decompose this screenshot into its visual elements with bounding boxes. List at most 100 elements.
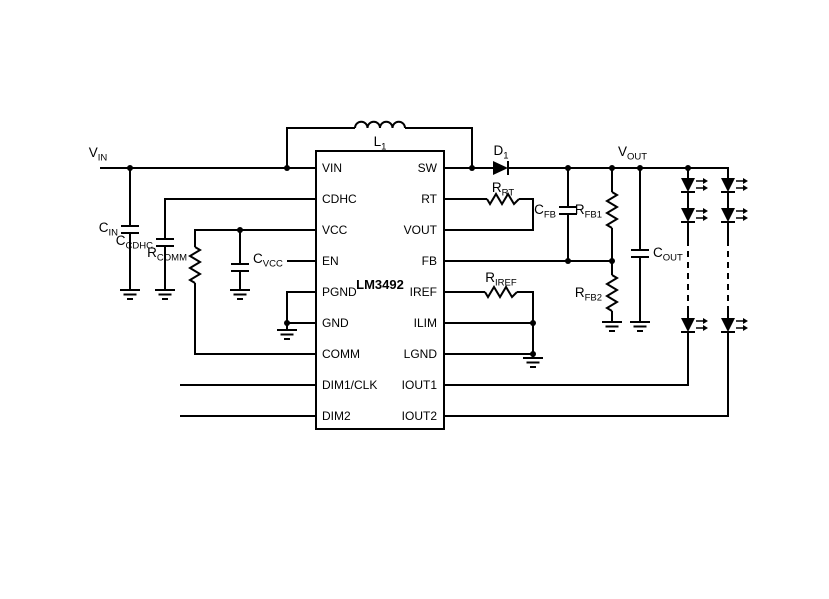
led-icon bbox=[681, 318, 695, 332]
junction-dot bbox=[609, 165, 615, 171]
led-icon bbox=[681, 208, 695, 222]
label-ccdhc: CCDHC bbox=[115, 233, 153, 252]
ic-part-number: LM3492 bbox=[356, 277, 404, 292]
wire-rt-vout-pin bbox=[445, 198, 534, 231]
ic-pin-sw: SW bbox=[417, 161, 437, 175]
led-icon bbox=[721, 178, 735, 192]
label-d1: D1 bbox=[493, 143, 509, 162]
led-arrowhead-icon bbox=[703, 208, 708, 214]
ic-pin-comm: COMM bbox=[322, 347, 360, 361]
junction-dot bbox=[609, 258, 615, 264]
capacitor-cin-symbol bbox=[121, 225, 139, 234]
capacitor-cfb-symbol bbox=[559, 206, 577, 215]
junction-dot bbox=[565, 258, 571, 264]
junction-dot bbox=[565, 165, 571, 171]
led-arrow-shaft bbox=[736, 180, 743, 329]
led-arrowhead-icon bbox=[703, 215, 708, 221]
ic-pin-gnd: GND bbox=[322, 316, 349, 330]
label-cin: CIN bbox=[98, 220, 118, 239]
diode-d1-symbol bbox=[493, 161, 508, 175]
led-arrowhead-icon bbox=[743, 185, 748, 191]
resistor-rrt-symbol bbox=[486, 192, 520, 206]
capacitor-cvcc-symbol bbox=[231, 263, 249, 272]
ic-pin-vout: VOUT bbox=[403, 223, 437, 237]
wire-vout-rail bbox=[508, 167, 729, 178]
ic-pin-pgnd: PGND bbox=[322, 285, 357, 299]
led-arrowhead-icon bbox=[703, 325, 708, 331]
ic-pin-ilim: ILIM bbox=[413, 316, 437, 330]
ic-pin-rt: RT bbox=[421, 192, 437, 206]
label-cout: COUT bbox=[653, 245, 683, 264]
wire-l1-left bbox=[286, 127, 355, 168]
resistor-rfb1-symbol bbox=[605, 191, 619, 229]
junction-dot bbox=[530, 351, 536, 357]
ic-pin-iout1: IOUT1 bbox=[401, 378, 437, 392]
ground-symbols bbox=[120, 289, 650, 368]
led-icon bbox=[721, 208, 735, 222]
label-rfb2: RFB2 bbox=[574, 285, 602, 304]
ground-icon bbox=[523, 357, 543, 368]
ic-pin-vcc: VCC bbox=[322, 223, 348, 237]
label-rfb1: RFB1 bbox=[574, 202, 602, 221]
filled-symbols bbox=[493, 161, 748, 332]
junction-dot bbox=[530, 320, 536, 326]
label-l1: L1 bbox=[373, 134, 387, 153]
ground-icon bbox=[277, 329, 297, 340]
label-cfb: CFB bbox=[534, 202, 556, 221]
capacitor-ccdhc-symbol bbox=[156, 238, 174, 247]
ic-pin-dim1-clk: DIM1/CLK bbox=[322, 378, 378, 392]
wire-pgnd-gnd bbox=[286, 291, 315, 330]
junction-dot bbox=[127, 165, 133, 171]
wire-iout2 bbox=[445, 332, 729, 417]
ic-pin-iref: IREF bbox=[409, 285, 437, 299]
led-arrowhead-icon bbox=[703, 318, 708, 324]
junction-dot bbox=[637, 165, 643, 171]
ground-icon bbox=[120, 289, 140, 300]
junction-dot bbox=[284, 320, 290, 326]
led-arrowhead-icon bbox=[743, 208, 748, 214]
label-cvcc: CVCC bbox=[253, 251, 283, 270]
ic-body bbox=[315, 150, 445, 430]
wire-cdhc bbox=[164, 198, 315, 290]
label-riref: RIREF bbox=[485, 270, 517, 289]
label-rcomm: RCOMM bbox=[147, 245, 187, 264]
wire-l1-right bbox=[405, 127, 473, 168]
ground-icon bbox=[630, 321, 650, 332]
led-arrow-shafts bbox=[696, 180, 743, 329]
wire-iout1 bbox=[445, 332, 689, 386]
wire-iref bbox=[445, 291, 534, 358]
led-icon bbox=[681, 178, 695, 192]
ic-pin-iout2: IOUT2 bbox=[401, 409, 437, 423]
junction-dots bbox=[127, 165, 691, 357]
junction-dot bbox=[237, 227, 243, 233]
net-label-vout: VOUT bbox=[617, 144, 648, 163]
junction-dot bbox=[284, 165, 290, 171]
resistor-riref-symbol bbox=[484, 285, 518, 299]
ic-pin-dim2: DIM2 bbox=[322, 409, 351, 423]
led-arrowhead-icon bbox=[743, 325, 748, 331]
led-arrowhead-icon bbox=[703, 185, 708, 191]
label-rrt: RRT bbox=[491, 180, 515, 199]
dashed-wires bbox=[687, 240, 729, 308]
junction-dot bbox=[685, 165, 691, 171]
ic-pin-lgnd: LGND bbox=[403, 347, 437, 361]
led-arrowhead-icon bbox=[743, 318, 748, 324]
capacitor-cout-symbol bbox=[631, 249, 649, 258]
inductor-l1-symbol bbox=[354, 120, 406, 129]
led-arrowhead-icon bbox=[743, 178, 748, 184]
ic-pin-en: EN bbox=[322, 254, 339, 268]
net-label-vin: VIN bbox=[88, 145, 108, 164]
wires bbox=[100, 127, 729, 417]
resistor-rfb2-symbol bbox=[605, 274, 619, 312]
ic-pin-cdhc: CDHC bbox=[322, 192, 357, 206]
led-icon bbox=[721, 318, 735, 332]
resistor-rcomm-symbol bbox=[188, 246, 202, 284]
ground-icon bbox=[155, 289, 175, 300]
led-arrowhead-icon bbox=[743, 215, 748, 221]
ic-pin-vin: VIN bbox=[322, 161, 343, 175]
led-arrowhead-icon bbox=[703, 178, 708, 184]
ic-pin-fb: FB bbox=[421, 254, 437, 268]
wire-vcc-comm bbox=[194, 229, 315, 355]
